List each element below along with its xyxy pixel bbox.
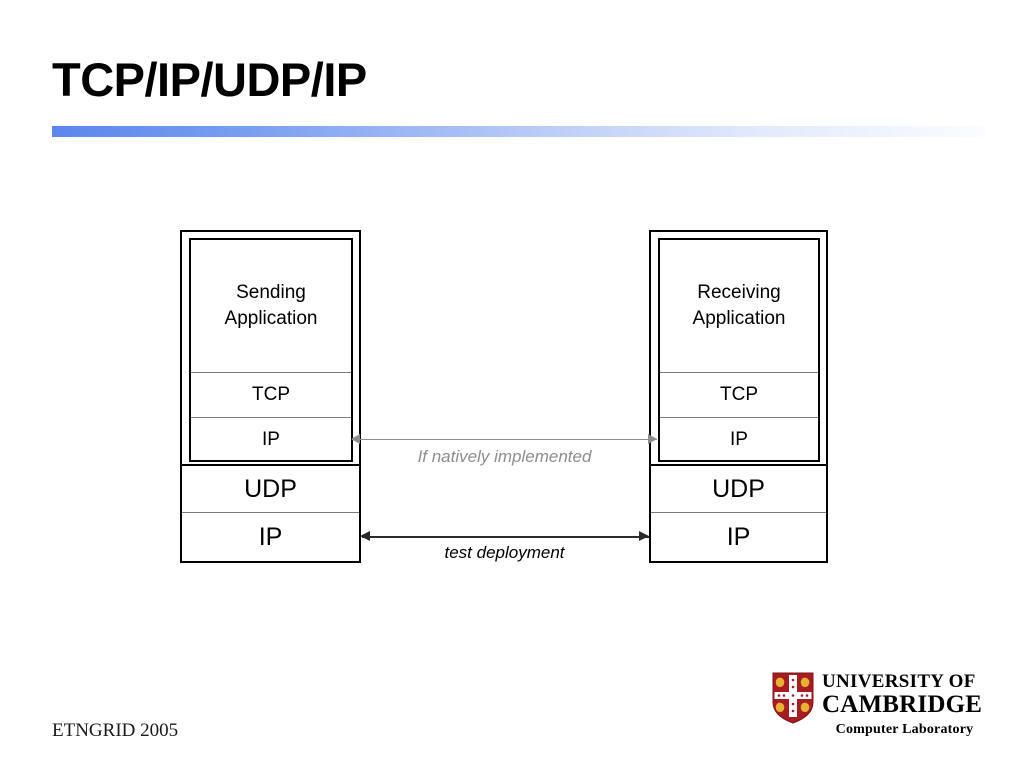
- test-deployment-arrow-right-head: [639, 531, 649, 541]
- right-protocol-stack: Receiving Application TCP IP UDP IP: [649, 230, 828, 563]
- right-udp-cell: UDP: [651, 464, 826, 512]
- logo-line-computer-laboratory: Computer Laboratory: [835, 722, 974, 738]
- left-tcp-cell: TCP: [191, 372, 351, 417]
- right-outer-ip-label: IP: [726, 522, 751, 551]
- cambridge-crest-icon: [772, 672, 814, 724]
- test-deployment-arrow-left-head: [360, 531, 370, 541]
- right-outer-ip-cell: IP: [651, 512, 826, 561]
- footer-conference-note: ETNGRID 2005: [52, 720, 179, 741]
- native-connector-line: [352, 439, 657, 440]
- left-application-label: Sending Application: [224, 282, 318, 329]
- left-native-stack-group: Sending Application TCP IP: [189, 238, 353, 462]
- native-arrow-right-head: [648, 434, 657, 444]
- test-deployment-label: test deployment: [444, 543, 565, 562]
- title-divider-rule: [52, 126, 985, 137]
- right-udp-label: UDP: [712, 474, 765, 503]
- left-udp-label: UDP: [244, 474, 297, 503]
- left-outer-ip-label: IP: [258, 522, 283, 551]
- left-outer-ip-cell: IP: [182, 512, 359, 561]
- test-deployment-line: [362, 536, 649, 538]
- left-protocol-stack: Sending Application TCP IP UDP IP: [180, 230, 361, 563]
- left-inner-ip-cell: IP: [191, 417, 351, 462]
- right-inner-ip-cell: IP: [660, 417, 818, 462]
- university-of-cambridge-logo: UNIVERSITY OF CAMBRIDGE Computer Laborat…: [772, 671, 987, 738]
- right-tcp-cell: TCP: [660, 372, 818, 417]
- logo-line-cambridge: CAMBRIDGE: [822, 691, 983, 719]
- left-inner-ip-label: IP: [262, 429, 280, 451]
- logo-line-university-of: UNIVERSITY OF: [822, 671, 976, 692]
- right-application-label: Receiving Application: [692, 282, 786, 329]
- right-application-cell: Receiving Application: [660, 240, 818, 372]
- page-title: TCP/IP/UDP/IP: [52, 53, 367, 106]
- native-connector-label: If natively implemented: [417, 447, 592, 466]
- right-tcp-label: TCP: [720, 384, 758, 406]
- left-application-cell: Sending Application: [191, 240, 351, 372]
- native-arrow-left-head: [351, 434, 360, 444]
- right-native-stack-group: Receiving Application TCP IP: [658, 238, 820, 462]
- left-udp-cell: UDP: [182, 464, 359, 512]
- right-inner-ip-label: IP: [730, 429, 748, 451]
- left-tcp-label: TCP: [252, 384, 290, 406]
- cambridge-logo-text: UNIVERSITY OF CAMBRIDGE Computer Laborat…: [822, 671, 987, 738]
